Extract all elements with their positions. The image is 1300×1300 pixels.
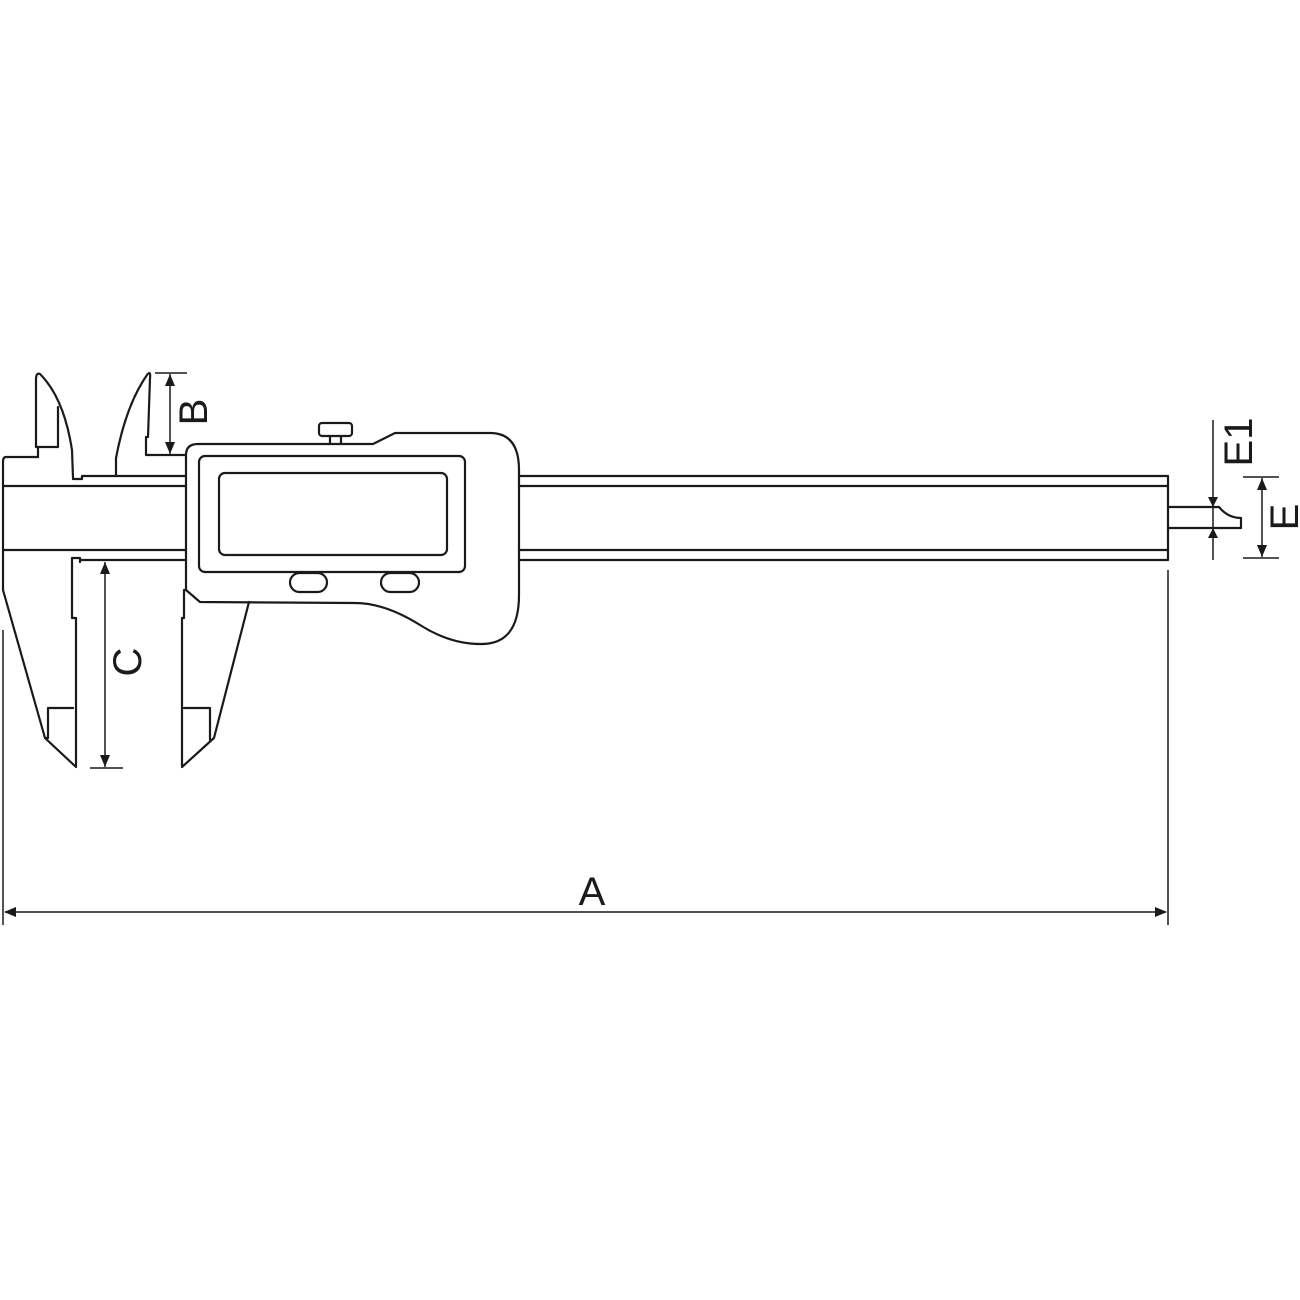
dimension-e1: E1 [1208,418,1261,560]
lcd-screen [217,471,449,557]
button-right[interactable] [379,571,421,594]
dimension-b: B [155,372,216,454]
caliper-beam [1,474,1170,562]
label-a: A [579,870,606,914]
button-left[interactable] [288,571,329,594]
label-e: E [1263,504,1300,531]
movable-jaw [114,371,251,769]
label-c: C [106,648,150,677]
dimension-e: E [1243,476,1300,559]
fixed-jaw [1,372,82,769]
depth-rod [1166,505,1243,530]
slider-body [184,421,521,646]
display-frame [197,454,467,574]
dimension-c: C [90,562,150,769]
label-b: B [172,399,216,426]
label-e1: E1 [1217,418,1261,467]
dimension-a: A [2,570,1169,925]
locking-screw [317,421,354,438]
